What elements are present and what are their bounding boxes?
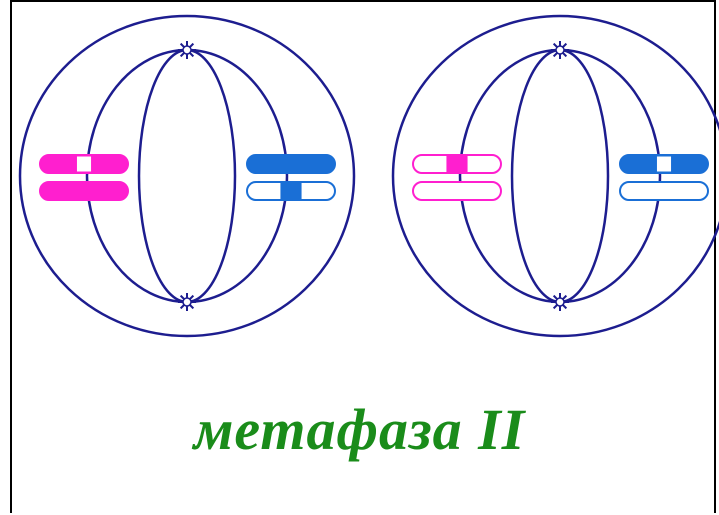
- centriole-bottom-icon: [551, 293, 569, 311]
- centriole-top-icon: [551, 41, 569, 59]
- figure-frame: [10, 0, 716, 513]
- chromosome-right-bottom: [246, 181, 336, 201]
- centriole-top-icon: [178, 41, 196, 59]
- chromosome-left-top: [412, 154, 502, 174]
- chromosome-left-bottom: [39, 181, 129, 201]
- cell-membrane: [391, 14, 719, 338]
- cell-left: [18, 14, 356, 338]
- cell-membrane: [18, 14, 356, 338]
- diagram-caption: метафаза II: [193, 397, 526, 462]
- cells-layer: [18, 14, 719, 338]
- chromosome-right-top: [619, 154, 709, 174]
- chromosome-left-top: [39, 154, 129, 174]
- spindle-fiber-1: [458, 48, 662, 304]
- chromosome-right-bottom: [619, 181, 709, 201]
- spindle-fiber-1: [85, 48, 289, 304]
- spindle-fiber-2: [137, 48, 237, 304]
- spindle-fiber-2: [510, 48, 610, 304]
- centriole-bottom-icon: [178, 293, 196, 311]
- chromosome-right-top: [246, 154, 336, 174]
- cell-right: [391, 14, 719, 338]
- chromosome-left-bottom: [412, 181, 502, 201]
